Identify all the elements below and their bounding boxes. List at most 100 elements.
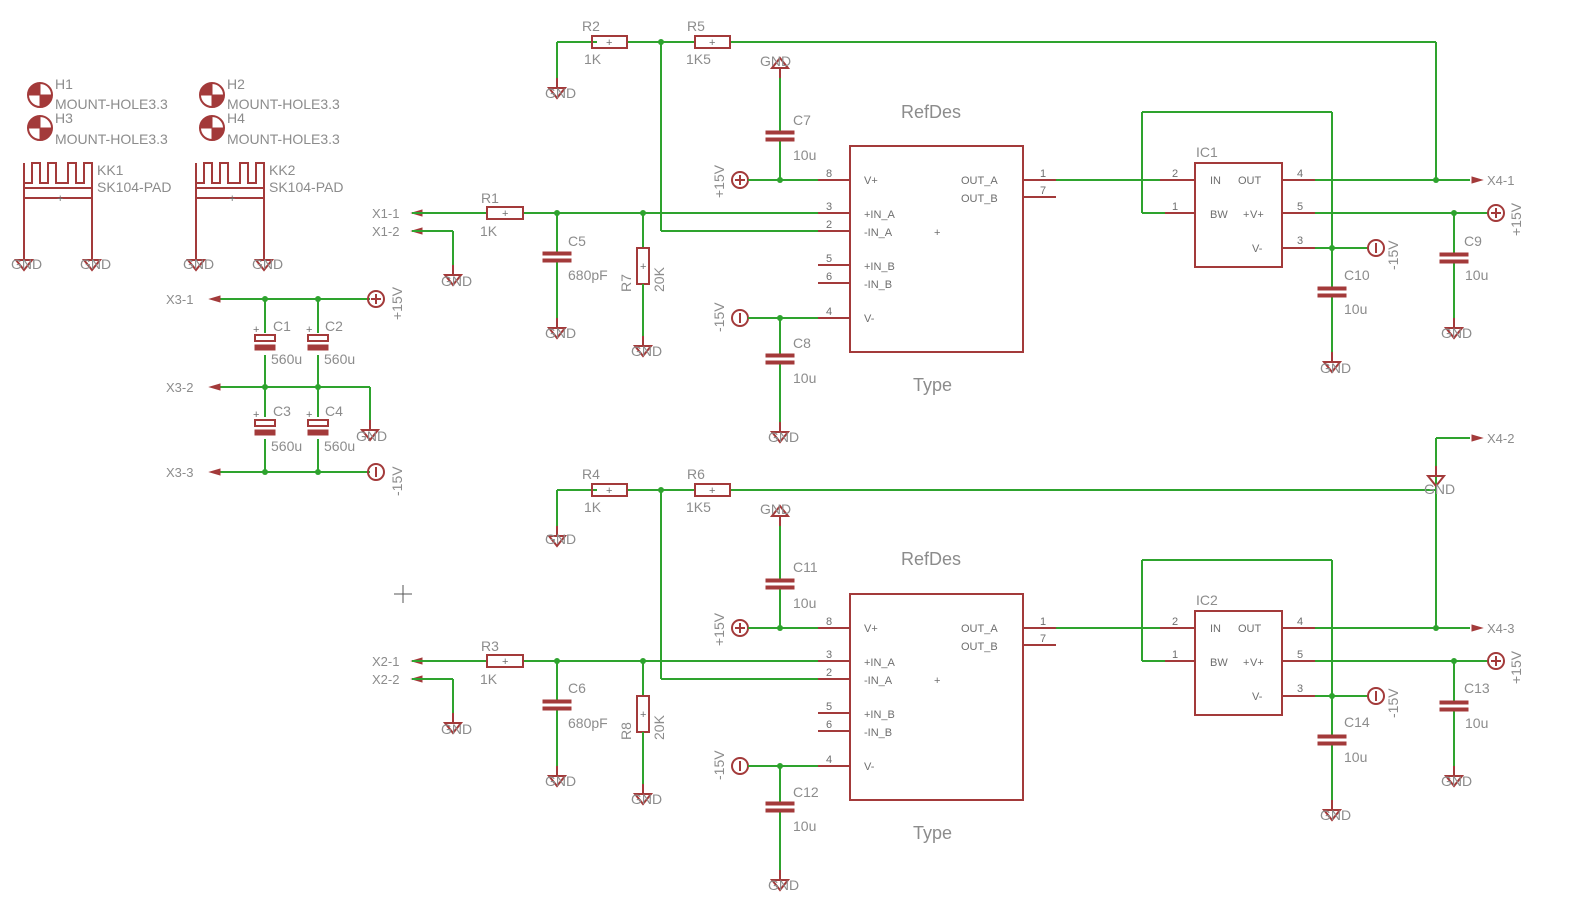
ic2-pin-vp: V+ — [1250, 657, 1264, 669]
u1-pin-inap: +IN_A — [864, 209, 896, 221]
c5-value: 680pF — [568, 267, 608, 283]
r5-value: 1K5 — [686, 51, 711, 67]
mount-hole-h4[interactable]: H4 MOUNT-HOLE3.3 — [199, 110, 340, 147]
ic1-num-3: 3 — [1297, 235, 1303, 247]
c11-name: C11 — [793, 559, 818, 575]
c5-name: C5 — [568, 233, 586, 249]
supply-gnd-label: GND — [356, 428, 387, 444]
u1-num-4: 4 — [826, 306, 832, 318]
ic1-num-1: 1 — [1172, 201, 1178, 213]
u2-pin-inap: +IN_A — [864, 657, 896, 669]
kk2-value: SK104-PAD — [269, 179, 343, 195]
kk2-gnd-b: GND — [252, 256, 283, 272]
c2-value: 560u — [324, 351, 355, 367]
heatsink-kk1[interactable]: + KK1 SK104-PAD GND GND — [11, 162, 171, 272]
ch2-out-p15: +15V — [1508, 650, 1524, 684]
svg-text:+: + — [1243, 209, 1249, 221]
ic1-num-2: 2 — [1172, 168, 1178, 180]
c8-name: C8 — [793, 335, 811, 351]
kk2-name: KK2 — [269, 162, 296, 178]
u1-pin-vplus: V+ — [864, 175, 878, 187]
kk1-name: KK1 — [97, 162, 124, 178]
r3-value: 1K — [480, 671, 498, 687]
kk1-gnd-b: GND — [80, 256, 111, 272]
conn-x4-3: X4-3 — [1487, 621, 1514, 636]
u1-pin-inam: -IN_A — [864, 227, 893, 239]
ch1-out-p15: +15V — [1508, 202, 1524, 236]
u2-pin-vminus: V- — [864, 761, 875, 773]
u2-pin-inbm: -IN_B — [864, 727, 892, 739]
h2-name: H2 — [227, 76, 245, 92]
ic1-pin-bw: BW — [1210, 209, 1228, 221]
ic2-num-1: 1 — [1172, 649, 1178, 661]
c4-name: C4 — [325, 403, 343, 419]
u2-pin-outb: OUT_B — [961, 641, 998, 653]
ch2-out-m15: -15V — [1385, 688, 1401, 718]
ic2-pin-in: IN — [1210, 623, 1221, 635]
u2-type: Type — [913, 823, 952, 843]
ic2-pin-out: OUT — [1238, 623, 1262, 635]
r4-gnd: GND — [545, 531, 576, 547]
h2-value: MOUNT-HOLE3.3 — [227, 96, 340, 112]
u2-num-2: 2 — [826, 667, 832, 679]
ic1-pin-vp: V+ — [1250, 209, 1264, 221]
r8-name: R8 — [618, 722, 634, 740]
channel-2-labels: R4 1K R6 1K5 GND GND C11 10u X2-1 X2-2 R… — [372, 431, 1524, 893]
u2-pin-vplus: V+ — [864, 623, 878, 635]
kk1-gnd-a: GND — [11, 256, 42, 272]
u2-pin-inam: -IN_A — [864, 675, 893, 687]
r1-name: R1 — [481, 190, 499, 206]
c9-gnd: GND — [1441, 325, 1472, 341]
ic1-num-5: 5 — [1297, 201, 1303, 213]
u1-num-7: 7 — [1040, 185, 1046, 197]
u1-pin-inbm: -IN_B — [864, 279, 892, 291]
r8-value: 20K — [651, 714, 667, 740]
u1-pin-inbp: +IN_B — [864, 261, 895, 273]
u1-pin-outb: OUT_B — [961, 193, 998, 205]
u2-num-1: 1 — [1040, 616, 1046, 628]
conn-x2-1: X2-1 — [372, 654, 399, 669]
ic2-num-2: 2 — [1172, 616, 1178, 628]
mount-hole-h1[interactable]: H1 MOUNT-HOLE3.3 — [27, 76, 168, 112]
ch1-vp-label: +15V — [711, 164, 727, 198]
c6-value: 680pF — [568, 715, 608, 731]
mount-hole-h2[interactable]: H2 MOUNT-HOLE3.3 — [199, 76, 340, 112]
r6-value: 1K5 — [686, 499, 711, 515]
h3-name: H3 — [55, 110, 73, 126]
u2-num-6: 6 — [826, 719, 832, 731]
supply-p15-label: +15V — [389, 286, 405, 320]
u2-pin-outa: OUT_A — [961, 623, 998, 635]
c11-gnd: GND — [760, 501, 791, 517]
conn-x2-2: X2-2 — [372, 672, 399, 687]
svg-text:+: + — [709, 37, 715, 49]
c6-gnd: GND — [545, 773, 576, 789]
ic2-name: IC2 — [1196, 592, 1218, 608]
svg-text:+: + — [502, 208, 508, 220]
u1-num-1: 1 — [1040, 168, 1046, 180]
c14-value: 10u — [1344, 749, 1367, 765]
r4-name: R4 — [582, 466, 600, 482]
c12-name: C12 — [793, 784, 819, 800]
ic2-pin-vm: V- — [1252, 691, 1263, 703]
c14-gnd: GND — [1320, 807, 1351, 823]
c12-gnd: GND — [768, 877, 799, 893]
c3-value: 560u — [271, 438, 302, 454]
u1-num-3: 3 — [826, 201, 832, 213]
u2-refdes: RefDes — [901, 549, 961, 569]
c2-name: C2 — [325, 318, 343, 334]
channel-1-labels: R2 1K R5 1K5 GND GND C7 10u X1-1 X1-2 R1… — [372, 18, 1524, 445]
heatsink-kk2[interactable]: + KK2 SK104-PAD GND GND — [183, 162, 343, 272]
c13-name: C13 — [1464, 680, 1490, 696]
u2-num-7: 7 — [1040, 633, 1046, 645]
conn-x3-2: X3-2 — [166, 380, 193, 395]
conn-x3-1: X3-1 — [166, 292, 193, 307]
c7-value: 10u — [793, 147, 816, 163]
h3-value: MOUNT-HOLE3.3 — [55, 131, 168, 147]
ic2-num-4: 4 — [1297, 616, 1303, 628]
mount-hole-h3[interactable]: H3 MOUNT-HOLE3.3 — [27, 110, 168, 147]
ic1-pin-out: OUT — [1238, 175, 1262, 187]
c13-gnd: GND — [1441, 773, 1472, 789]
c3-name: C3 — [273, 403, 291, 419]
u2-num-4: 4 — [826, 754, 832, 766]
